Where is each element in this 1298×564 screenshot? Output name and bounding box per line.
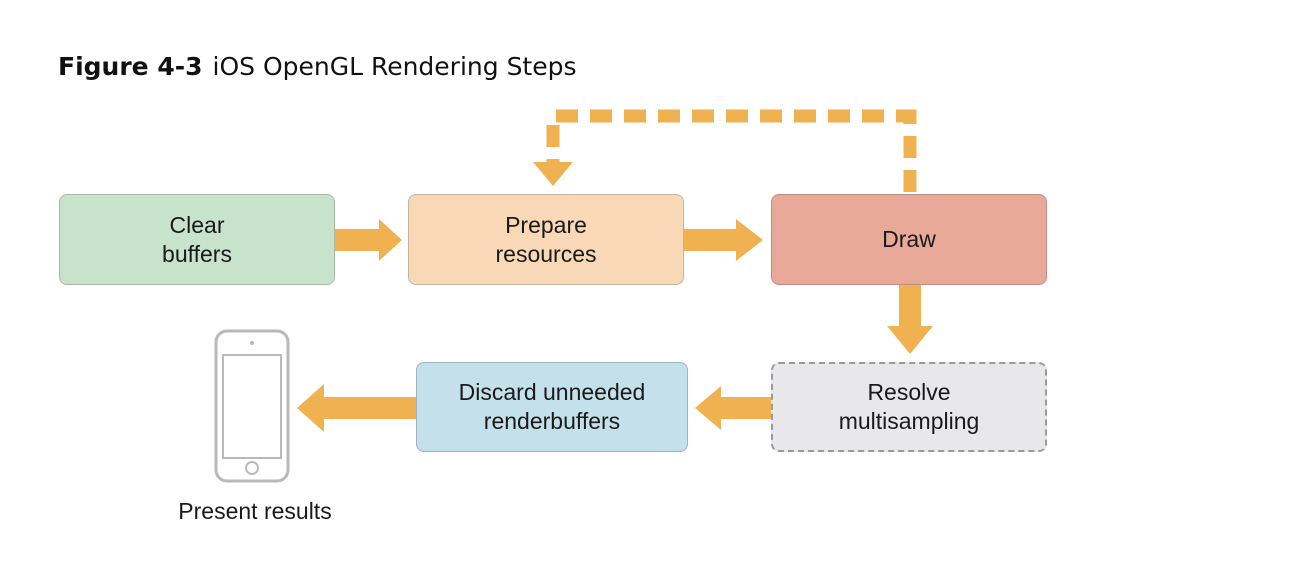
arrow-resolve-to-discard-head [695, 386, 721, 430]
step-prepare-resources: Prepare resources [408, 194, 684, 285]
arrow-prepare-to-draw-shaft [684, 229, 738, 251]
step-resolve-multisampling: Resolve multisampling [771, 362, 1047, 452]
arrow-clear-to-prepare-head [379, 219, 402, 261]
figure-caption: Figure 4-3 iOS OpenGL Rendering Steps [58, 50, 577, 84]
iphone-icon [214, 329, 290, 483]
loop-back-arrowhead [533, 162, 573, 186]
step-resolve-multisampling-label: Resolve multisampling [838, 379, 980, 434]
step-discard-renderbuffers: Discard unneeded renderbuffers [416, 362, 688, 452]
present-results-label: Present results [178, 498, 332, 524]
arrow-draw-to-resolve-head [887, 326, 933, 354]
arrow-prepare-to-draw-head [736, 219, 763, 261]
step-clear-buffers-label: Clear buffers [162, 211, 232, 267]
figure-title: iOS OpenGL Rendering Steps [212, 52, 577, 81]
step-draw-label: Draw [882, 226, 936, 252]
step-discard-renderbuffers-label: Discard unneeded renderbuffers [458, 379, 646, 434]
step-draw: Draw [771, 194, 1047, 285]
loop-back-arrow-line [546, 109, 917, 192]
arrow-clear-to-prepare-shaft [335, 229, 381, 251]
arrow-discard-to-present-head [297, 384, 324, 432]
arrow-discard-to-present-shaft [322, 397, 416, 419]
figure-number: Figure 4-3 [58, 52, 203, 81]
arrow-draw-to-resolve-shaft [899, 285, 921, 328]
step-clear-buffers: Clear buffers [59, 194, 335, 285]
arrow-resolve-to-discard-shaft [719, 397, 771, 419]
step-prepare-resources-label: Prepare resources [495, 211, 597, 267]
